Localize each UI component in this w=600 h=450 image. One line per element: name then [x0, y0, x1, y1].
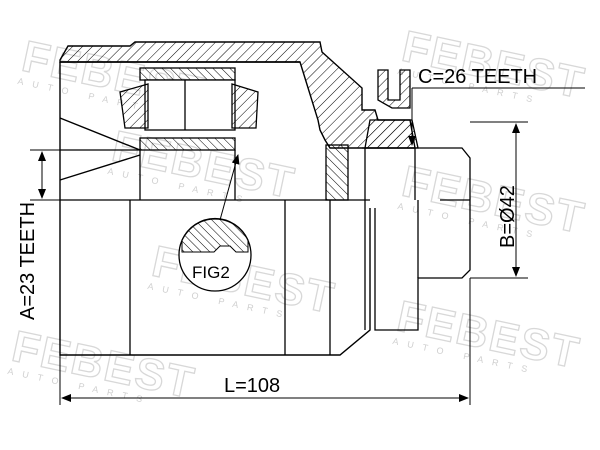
ball-left	[119, 83, 149, 129]
fig2-leader	[219, 154, 240, 221]
dimension-l	[59, 278, 471, 405]
ball-right	[231, 83, 259, 129]
dim-l-label: L=108	[224, 375, 280, 397]
fig2-detail: FIG2	[178, 154, 252, 292]
boot-groove	[377, 69, 411, 109]
seal-ring	[325, 144, 349, 201]
race-block	[144, 79, 236, 131]
fig2-label: FIG2	[192, 263, 230, 282]
dimension-a	[30, 149, 130, 201]
fig2-hatched-teeth	[181, 217, 249, 253]
cage-top	[139, 67, 236, 81]
dim-a-label: A=23 TEETH	[17, 202, 39, 320]
dimension-c	[408, 87, 585, 146]
inner-race	[119, 67, 259, 151]
housing-outline	[59, 62, 371, 356]
dimension-b	[470, 121, 528, 279]
dim-c-label: C=26 TEETH	[418, 66, 537, 88]
dim-b-label: B=Ø42	[497, 185, 519, 248]
spline-band	[364, 119, 419, 149]
housing-chamfer	[59, 117, 141, 181]
spline-shaft	[362, 69, 471, 331]
cage-bottom	[139, 137, 236, 151]
